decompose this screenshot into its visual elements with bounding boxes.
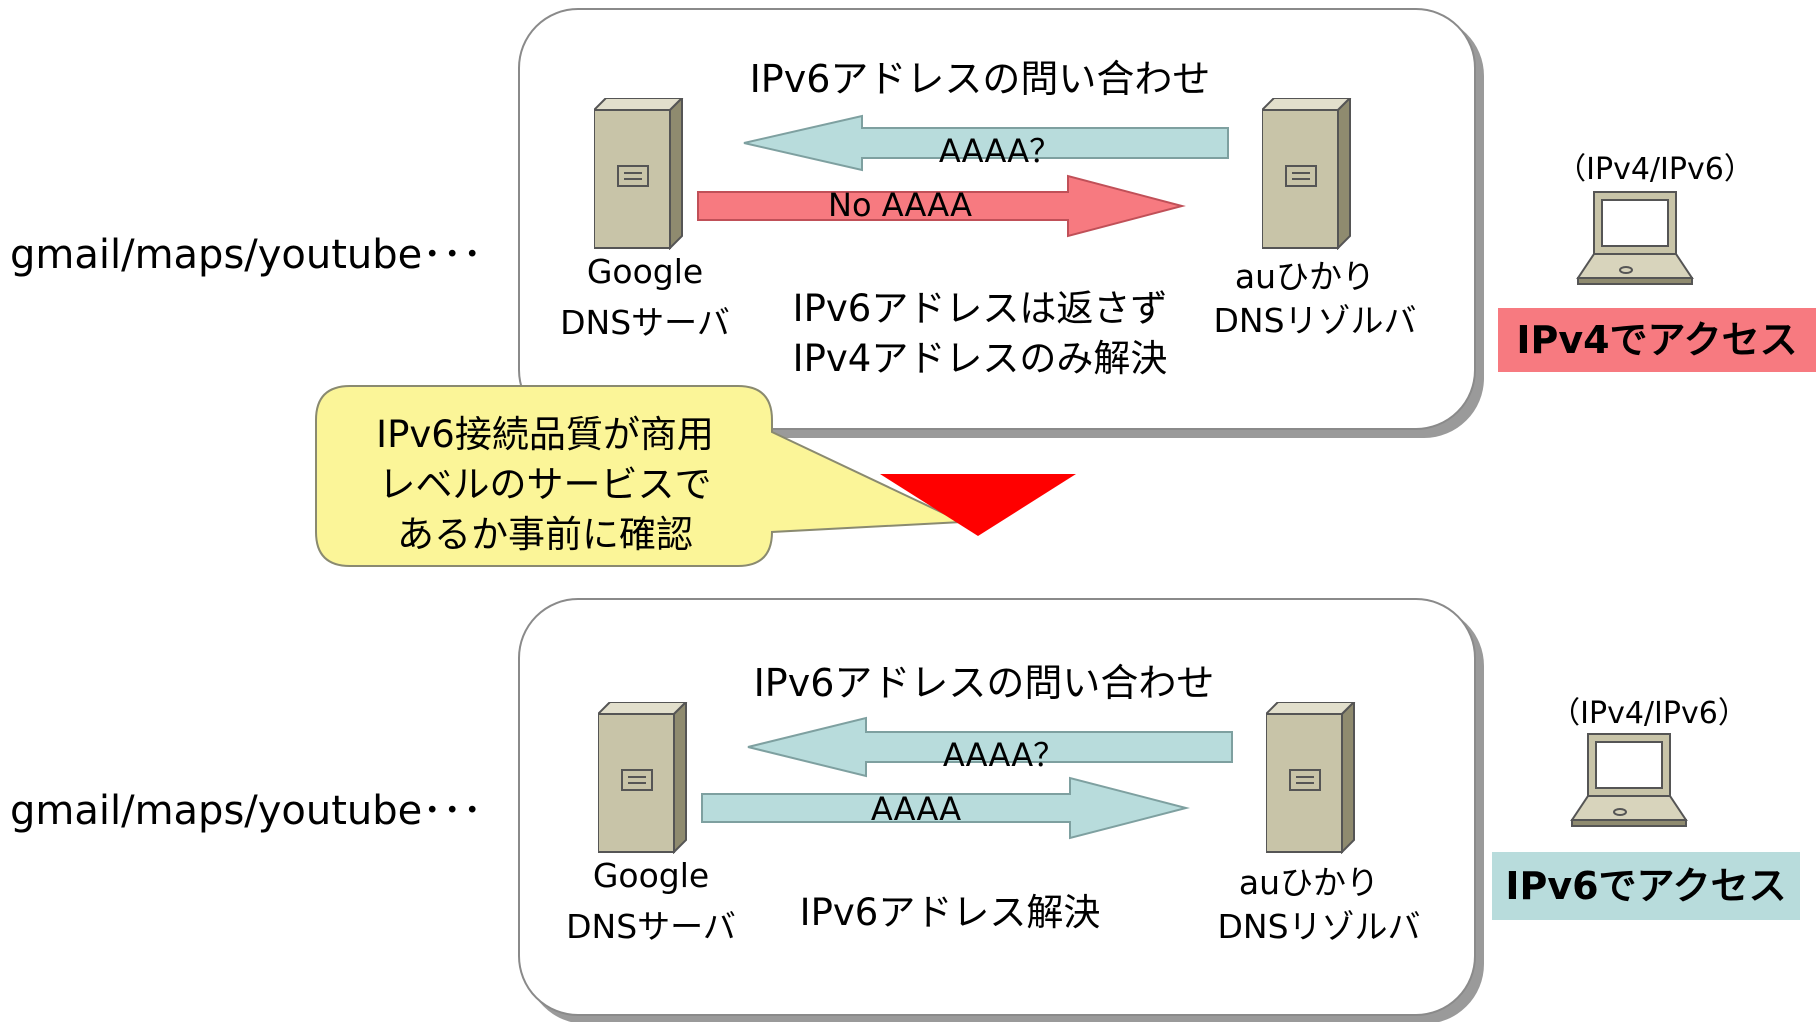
top-ipv4-access-badge: IPv4でアクセス [1498, 308, 1816, 372]
top-no-aaaa-arrow [697, 174, 1186, 238]
bottom-result-line1: IPv6アドレス解決 [799, 891, 1101, 934]
callout-line2: レベルのサービスで [378, 463, 712, 506]
top-query-arrow-label: AAAA？ [938, 132, 1062, 170]
bottom-au-dns-resolver-icon [1266, 702, 1356, 854]
bottom-laptop-icon [1570, 733, 1688, 827]
top-google-dns-label-line1: Google [586, 252, 704, 291]
top-au-dns-resolver-icon [1262, 98, 1352, 250]
bottom-google-dns-server-icon [598, 702, 688, 854]
top-google-dns-server-icon [594, 98, 684, 250]
bottom-query-title: IPv6アドレスの問い合わせ [753, 661, 1215, 705]
bottom-query-arrow [747, 716, 1233, 778]
top-query-title: IPv6アドレスの問い合わせ [749, 57, 1211, 101]
top-query-arrow [743, 114, 1229, 172]
top-source-label: gmail/maps/youtube･･･ [10, 232, 483, 278]
callout-line3: あるか事前に確認 [397, 513, 693, 556]
bottom-source-label: gmail/maps/youtube･･･ [10, 788, 483, 834]
top-result-line1: IPv6アドレスは返さず [792, 287, 1168, 330]
top-result-line2: IPv4アドレスのみ解決 [792, 337, 1168, 380]
down-triangle [880, 474, 1076, 536]
top-response-arrow-label: No AAAA [828, 186, 972, 224]
bottom-google-dns-label-line1: Google [592, 856, 710, 895]
callout-bubble [315, 385, 963, 567]
bottom-client-label: （IPv4/IPv6） [1550, 696, 1748, 731]
top-laptop-icon [1576, 191, 1694, 285]
bottom-google-dns-label-line2: DNSサーバ [566, 907, 736, 946]
callout-line1: IPv6接続品質が商用 [376, 413, 714, 456]
bottom-ipv6-access-badge: IPv6でアクセス [1492, 852, 1800, 920]
top-google-dns-label-line2: DNSサーバ [560, 303, 730, 342]
bottom-au-resolver-label-line2: DNSリゾルバ [1217, 907, 1421, 946]
top-au-resolver-label-line1: auひかり [1234, 257, 1376, 296]
bottom-query-arrow-label: AAAA？ [942, 736, 1066, 774]
bottom-response-arrow-label: AAAA [870, 790, 962, 828]
bottom-au-resolver-label-line1: auひかり [1238, 863, 1380, 902]
top-client-label: （IPv4/IPv6） [1556, 152, 1754, 187]
top-au-resolver-label-line2: DNSリゾルバ [1213, 301, 1417, 340]
bottom-aaaa-arrow [701, 776, 1190, 840]
